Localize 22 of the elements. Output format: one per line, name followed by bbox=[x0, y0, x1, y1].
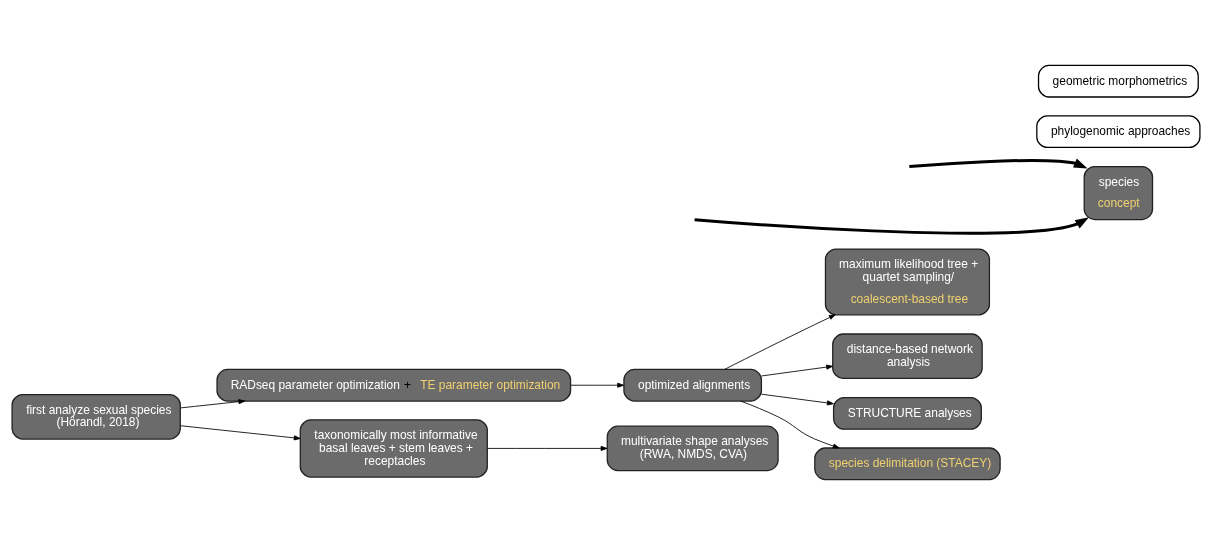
node-box: multivariate shape analyses (RWA, NMDS, CVA) bbox=[606, 425, 779, 472]
node-box: maximum likelihood tree + quartet sampling/ coalescent-based tree bbox=[824, 248, 991, 316]
node-box: species delimitation (STACEY) bbox=[814, 447, 1001, 481]
node-box: first analyze sexual species (Hörandl, 2018) bbox=[11, 394, 181, 440]
arrow bbox=[180, 425, 301, 441]
arrow bbox=[761, 364, 834, 377]
node-box: geometric morphometrics bbox=[1037, 64, 1199, 98]
node-box: species concept bbox=[1083, 165, 1154, 221]
node-box: RADseq parameter optimization + TE parameter optimization bbox=[216, 368, 572, 402]
node-box: STRUCTURE analyses bbox=[832, 396, 982, 430]
node-box: phylogenomic approaches bbox=[1036, 115, 1201, 149]
arrow bbox=[909, 158, 1088, 169]
arrow bbox=[724, 314, 836, 370]
arrow bbox=[487, 445, 608, 451]
arrow bbox=[761, 393, 834, 406]
arrow bbox=[180, 399, 246, 409]
arrow bbox=[570, 382, 625, 388]
arrow bbox=[694, 217, 1089, 235]
arrow bbox=[740, 400, 840, 449]
node-box: distance-based network analysis bbox=[832, 333, 983, 380]
node-box: optimized alignments bbox=[623, 368, 763, 402]
node-box: taxonomically most informative basal leaves + stem leaves + receptacles bbox=[299, 419, 488, 478]
